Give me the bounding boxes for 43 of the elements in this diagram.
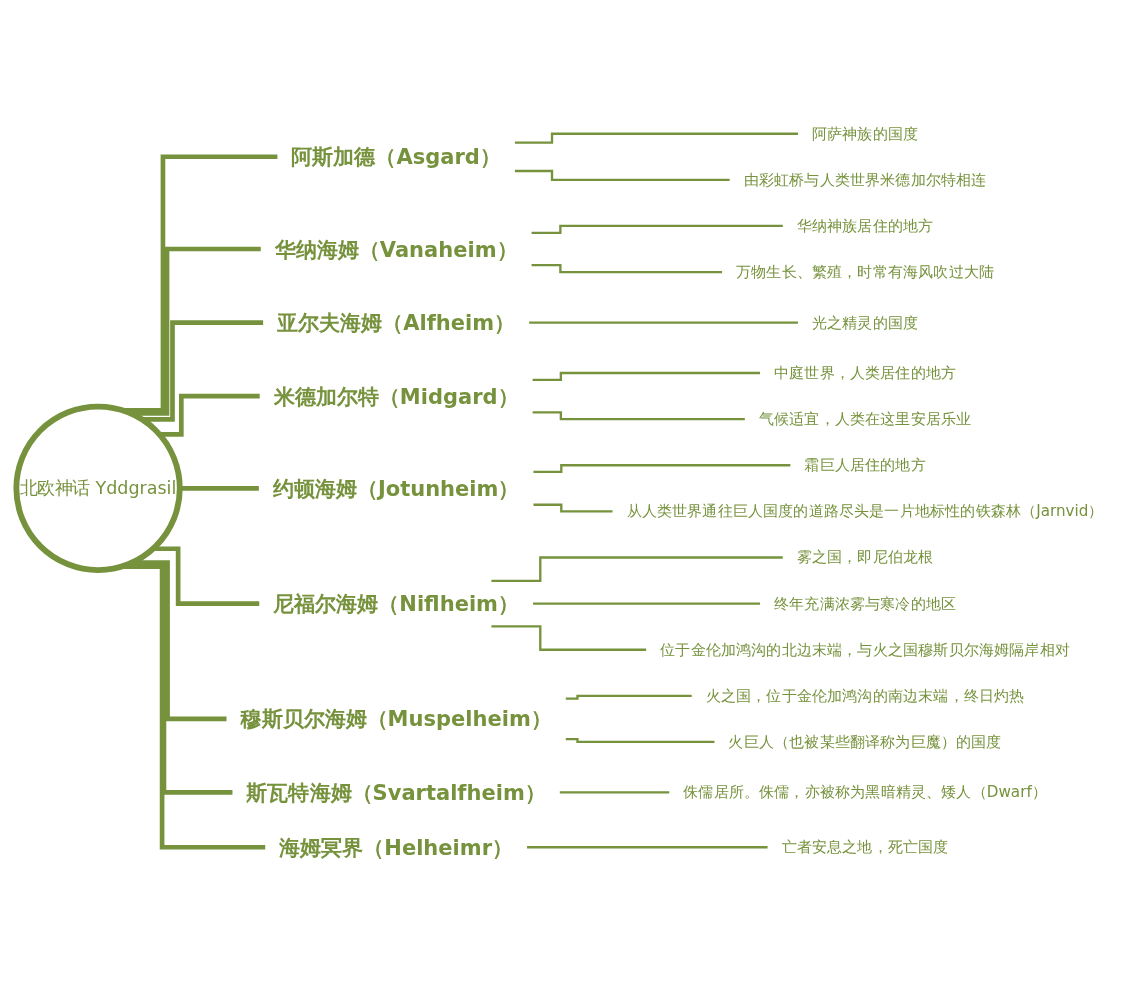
node-text: 万物生长、繁殖，时常有海风吹过大陆 <box>736 262 995 281</box>
connector <box>491 556 783 582</box>
node-text: 米德加尔特（Midgard） <box>273 383 519 409</box>
node-circle: 北欧神话 Yddgrasil <box>13 403 183 573</box>
node-text: 华纳海姆（Vanaheim） <box>274 236 518 262</box>
connector <box>565 694 692 700</box>
connector <box>529 321 798 324</box>
node-text: 阿斯加德（Asgard） <box>291 144 501 169</box>
node-text: 约顿海姆（Jotunheim） <box>272 475 520 501</box>
node-text: 穆斯贝尔海姆（Muspelheim） <box>240 706 552 731</box>
connector <box>533 602 760 605</box>
node-text: 尼福尔海姆（Niflheim） <box>273 591 520 616</box>
node-text: 中庭世界，人类居住的地方 <box>774 363 957 382</box>
node-text: 华纳神族居住的地方 <box>796 216 934 235</box>
node-text: 亚尔夫海姆（Alfheim） <box>277 310 516 335</box>
connector <box>533 463 791 473</box>
connector <box>565 737 715 743</box>
node-text: 雾之国，即尼伯龙根 <box>796 548 934 566</box>
connector <box>532 411 745 421</box>
node-text: 阿萨神族的国度 <box>811 124 919 142</box>
node-text: 火之国，位于金伦加鸿沟的南边末端，终日灼热 <box>705 686 1025 705</box>
node-text: 斯瓦特海姆（Svartalfheim） <box>246 779 546 805</box>
node-text: 霜巨人居住的地方 <box>804 456 926 474</box>
connector <box>532 371 760 381</box>
connector <box>533 503 613 513</box>
connector <box>559 791 670 794</box>
node-text: 光之精灵的国度 <box>811 313 919 331</box>
node-text: 侏儒居所。侏儒，亦被称为黑暗精灵、矮人（Dwarf） <box>683 783 1047 801</box>
node-text: 由彩虹桥与人类世界米德加尔特相连 <box>743 170 987 189</box>
node-text: 终年充满浓雾与寒冷的地区 <box>774 594 957 612</box>
connector <box>527 845 768 849</box>
node-text: 气候适宜，人类在这里安居乐业 <box>758 409 972 428</box>
connector <box>514 169 730 181</box>
node-text: 火巨人（也被某些翻译称为巨魔）的国度 <box>728 732 1002 751</box>
connector <box>531 224 783 234</box>
node-text: 位于金伦加鸿沟的北边末端，与火之国穆斯贝尔海姆隔岸相对 <box>660 640 1070 658</box>
node-text: 海姆冥界（Helheimr） <box>279 834 514 860</box>
node-text: 亡者安息之地，死亡国度 <box>781 838 949 856</box>
node-text: 从人类世界通往巨人国度的道路尽头是一片地标性的铁森林（Jarnvid） <box>626 502 1104 520</box>
connector <box>531 263 723 274</box>
connector <box>514 132 798 144</box>
connector <box>491 625 647 651</box>
connector <box>153 546 260 606</box>
